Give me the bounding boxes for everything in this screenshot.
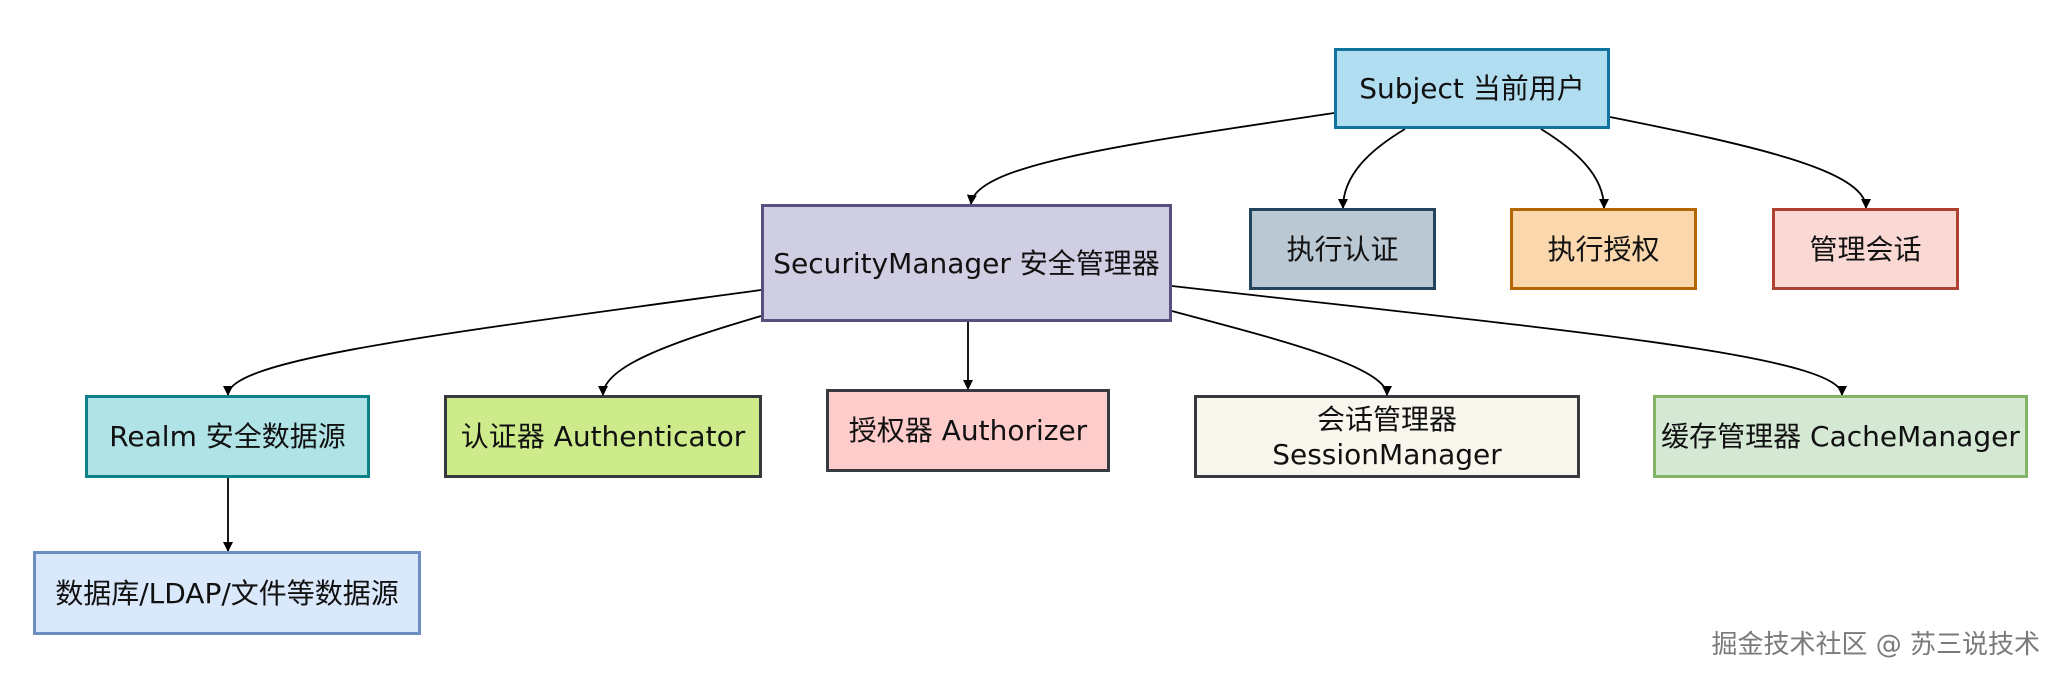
edge-subject-to-manage-session bbox=[1609, 116, 1871, 209]
exec-authz-label: 执行授权 bbox=[1547, 232, 1660, 266]
authenticator-node: 认证器 Authenticator bbox=[444, 395, 762, 478]
authenticator-label: 认证器 Authenticator bbox=[460, 420, 746, 453]
session-manager-label-line2: SessionManager bbox=[1272, 437, 1502, 471]
realm-node: Realm 安全数据源 bbox=[85, 395, 370, 478]
subject-node: Subject 当前用户 bbox=[1334, 48, 1610, 129]
manage-session-label: 管理会话 bbox=[1809, 232, 1922, 266]
manage-session-node: 管理会话 bbox=[1772, 208, 1959, 290]
datasource-label: 数据库/LDAP/文件等数据源 bbox=[55, 576, 399, 610]
session-manager-node: 会话管理器 SessionManager bbox=[1194, 395, 1580, 478]
exec-authz-node: 执行授权 bbox=[1510, 208, 1697, 290]
subject-label: Subject 当前用户 bbox=[1359, 72, 1585, 105]
edge-security-manager-to-realm bbox=[223, 289, 762, 396]
exec-auth-label: 执行认证 bbox=[1286, 232, 1399, 266]
exec-auth-node: 执行认证 bbox=[1249, 208, 1436, 290]
security-manager-node: SecurityManager 安全管理器 bbox=[761, 204, 1172, 322]
cache-manager-node: 缓存管理器 CacheManager bbox=[1653, 395, 2028, 478]
session-manager-label-line1: 会话管理器 bbox=[1316, 402, 1457, 436]
edge-security-manager-to-authenticator bbox=[598, 315, 762, 396]
authorizer-node: 授权器 Authorizer bbox=[826, 389, 1110, 472]
authorizer-label: 授权器 Authorizer bbox=[848, 414, 1088, 447]
realm-label: Realm 安全数据源 bbox=[109, 420, 346, 453]
edge-security-manager-to-cache-manager bbox=[1171, 285, 1847, 396]
security-manager-label: SecurityManager 安全管理器 bbox=[773, 246, 1160, 280]
edge-subject-to-security-manager bbox=[966, 112, 1335, 205]
edge-security-manager-to-session-manager bbox=[1171, 310, 1392, 396]
datasource-node: 数据库/LDAP/文件等数据源 bbox=[33, 551, 421, 635]
watermark: 掘金技术社区 @ 苏三说技术 bbox=[1711, 630, 2040, 660]
cache-manager-label: 缓存管理器 CacheManager bbox=[1661, 420, 2020, 453]
edge-subject-to-exec-auth bbox=[1338, 128, 1406, 209]
edge-subject-to-exec-authz bbox=[1540, 128, 1609, 209]
